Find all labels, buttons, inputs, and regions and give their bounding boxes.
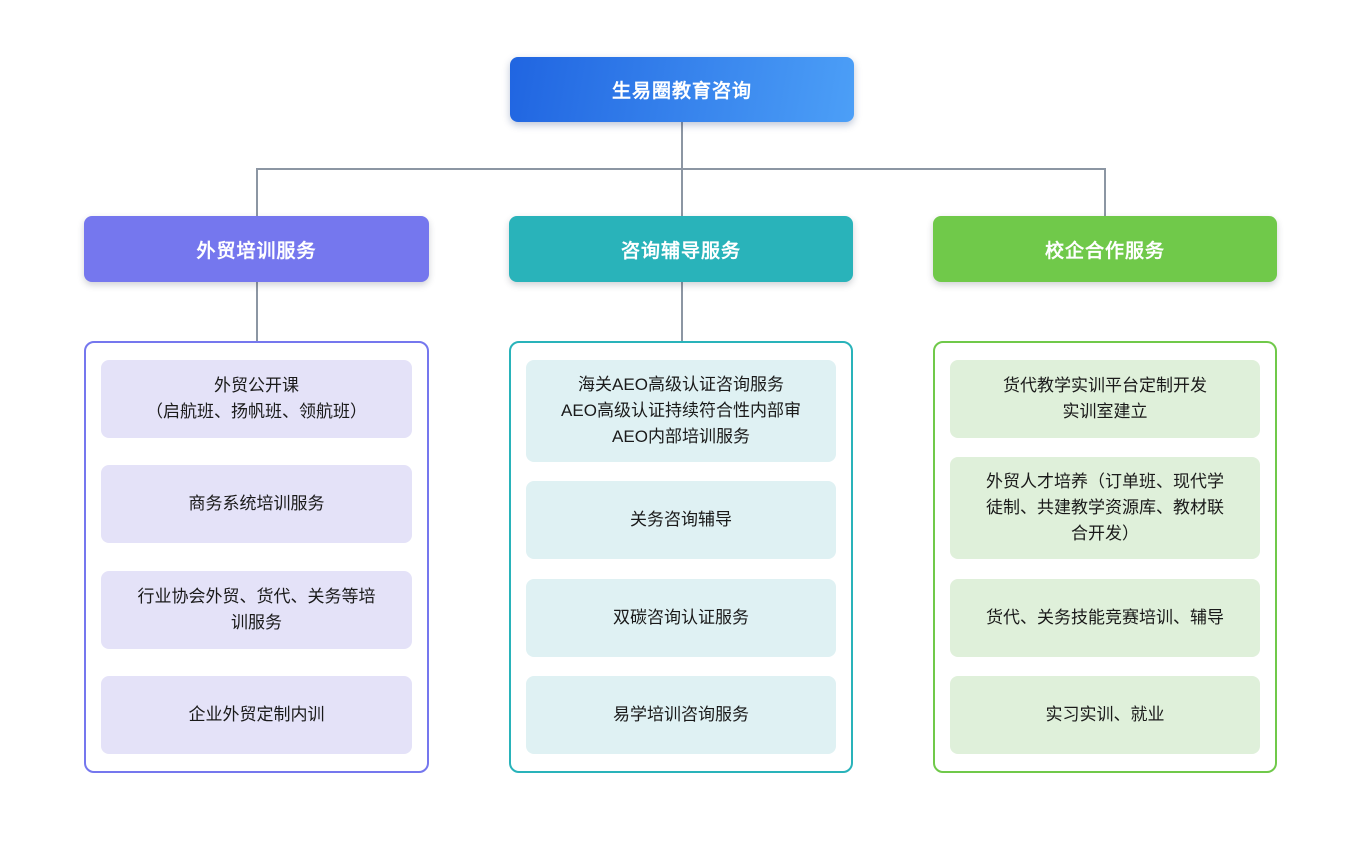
connector-stub-branch-1 — [681, 282, 683, 341]
branch-header-school-enterprise-cooperation[interactable]: 校企合作服务 — [933, 216, 1277, 282]
branch-item[interactable]: 海关AEO高级认证咨询服务 AEO高级认证持续符合性内部审 AEO内部培训服务 — [526, 360, 836, 462]
connector-stub-branch-0 — [256, 282, 258, 341]
connector-drop-branch-2 — [1104, 168, 1106, 216]
branch-panel-consulting-coaching: 海关AEO高级认证咨询服务 AEO高级认证持续符合性内部审 AEO内部培训服务 … — [509, 341, 853, 773]
branch-item[interactable]: 企业外贸定制内训 — [101, 675, 412, 754]
branch-school-enterprise-cooperation: 校企合作服务 货代教学实训平台定制开发 实训室建立 外贸人才培养（订单班、现代学… — [933, 216, 1277, 773]
branch-header-foreign-trade-training[interactable]: 外贸培训服务 — [84, 216, 429, 282]
root-node[interactable]: 生易圈教育咨询 — [510, 57, 854, 122]
branch-item[interactable]: 货代、关务技能竞赛培训、辅导 — [950, 578, 1260, 657]
connector-root-stub — [681, 122, 683, 169]
branch-item[interactable]: 行业协会外贸、货代、关务等培 训服务 — [101, 570, 412, 649]
branch-item[interactable]: 关务咨询辅导 — [526, 481, 836, 560]
branch-item[interactable]: 货代教学实训平台定制开发 实训室建立 — [950, 360, 1260, 438]
branch-foreign-trade-training: 外贸培训服务 外贸公开课 （启航班、扬帆班、领航班） 商务系统培训服务 行业协会… — [84, 216, 429, 773]
branch-item[interactable]: 双碳咨询认证服务 — [526, 578, 836, 657]
branch-item[interactable]: 易学培训咨询服务 — [526, 675, 836, 754]
branch-consulting-coaching: 咨询辅导服务 海关AEO高级认证咨询服务 AEO高级认证持续符合性内部审 AEO… — [509, 216, 853, 773]
connector-drop-branch-1 — [681, 168, 683, 216]
branch-item[interactable]: 实习实训、就业 — [950, 675, 1260, 754]
branch-panel-foreign-trade-training: 外贸公开课 （启航班、扬帆班、领航班） 商务系统培训服务 行业协会外贸、货代、关… — [84, 341, 429, 773]
branch-panel-school-enterprise-cooperation: 货代教学实训平台定制开发 实训室建立 外贸人才培养（订单班、现代学 徒制、共建教… — [933, 341, 1277, 773]
branch-header-consulting-coaching[interactable]: 咨询辅导服务 — [509, 216, 853, 282]
branch-item[interactable]: 商务系统培训服务 — [101, 465, 412, 544]
connector-drop-branch-0 — [256, 168, 258, 216]
branch-item[interactable]: 外贸人才培养（订单班、现代学 徒制、共建教学资源库、教材联 合开发） — [950, 457, 1260, 560]
branch-item[interactable]: 外贸公开课 （启航班、扬帆班、领航班） — [101, 360, 412, 438]
